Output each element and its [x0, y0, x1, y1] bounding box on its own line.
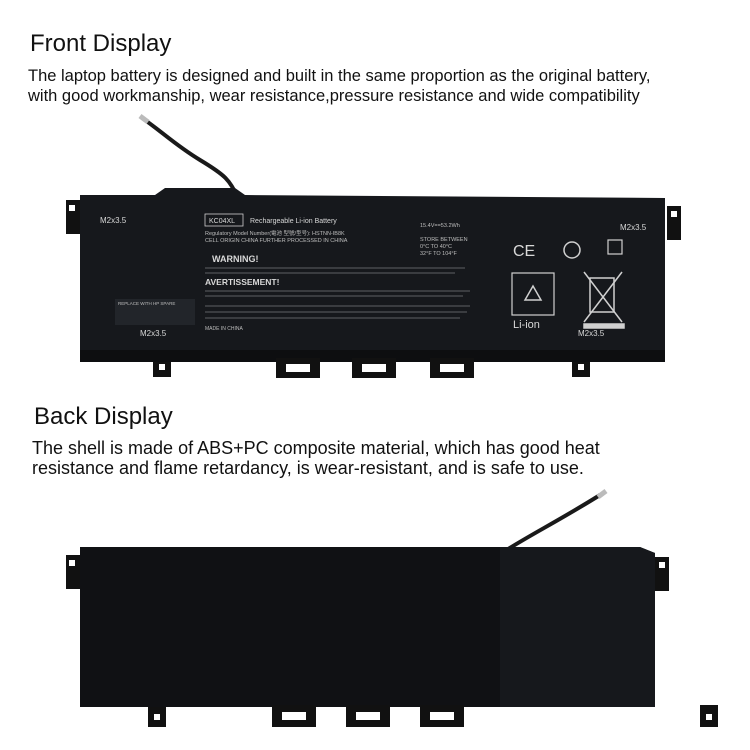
product-name: Rechargeable Li-ion Battery	[250, 218, 337, 225]
warning-heading: WARNING!	[212, 254, 259, 264]
screw-label-bottom: M2x3.5	[578, 329, 605, 338]
ce-mark: CE	[513, 243, 535, 260]
back-battery-image	[66, 489, 718, 727]
regulatory-model: Regulatory Model Number(電池 型號/型号): HSTNN…	[205, 229, 345, 237]
back-description-line-2: resistance and flame retardancy, is wear…	[32, 458, 584, 478]
spec-fahrenheit: 32°F TO 104°F	[420, 251, 458, 257]
spec-store: STORE BETWEEN	[420, 237, 468, 243]
crossed-bin-icon	[583, 271, 625, 329]
screw-label-bottom-left: M2x3.5	[140, 329, 167, 338]
cell-origin: CELL ORIGIN CHINA FURTHER PROCESSED IN C…	[205, 238, 348, 244]
recycle-icon	[523, 284, 543, 301]
replace-label: REPLACE WITH HP SPARE	[118, 301, 175, 306]
back-display-heading: Back Display	[34, 403, 173, 430]
screw-label-left: M2x3.5	[100, 216, 127, 225]
back-description-line-1: The shell is made of ABS+PC composite ma…	[32, 438, 600, 458]
spec-celsius: 0°C TO 40°C	[420, 244, 452, 250]
made-in-label: MADE IN CHINA	[205, 326, 243, 332]
spec-voltage: 15.4V==53.2Wh	[420, 223, 460, 229]
avertissement-heading: AVERTISSEMENT!	[205, 277, 280, 287]
front-description-line-1: The laptop battery is designed and built…	[28, 67, 651, 85]
certification-square-icon	[607, 239, 623, 255]
front-display-heading: Front Display	[30, 30, 172, 57]
screw-label-right: M2x3.5	[620, 223, 647, 232]
li-ion-label: Li-ion	[513, 319, 540, 331]
model-number-box: KC04XL	[209, 218, 235, 225]
front-description-line-2: with good workmanship, wear resistance,p…	[28, 87, 640, 105]
certification-circle-icon	[563, 241, 581, 259]
front-battery-image: M2x3.5 M2x3.5 M2x3.5 M2x3.5 KC04XL Recha…	[66, 114, 681, 378]
